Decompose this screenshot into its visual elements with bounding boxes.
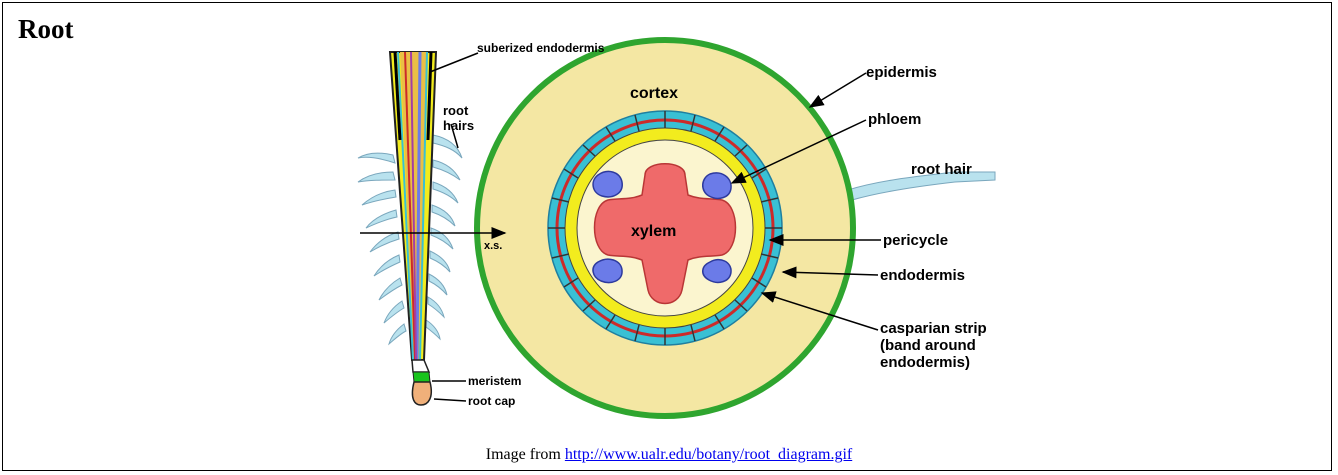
- label-root-hairs-line1: root: [443, 103, 469, 118]
- meristem-zone: [413, 372, 430, 382]
- label-suberized-endodermis: suberized endodermis: [477, 41, 605, 55]
- caption-prefix: Image from: [486, 446, 565, 463]
- label-xylem: xylem: [631, 223, 676, 240]
- label-phloem: phloem: [868, 111, 921, 128]
- label-root-hairs-line2: hairs: [443, 118, 474, 133]
- label-casparian-line3: endodermis): [880, 354, 970, 371]
- label-casparian-line1: casparian strip: [880, 320, 987, 337]
- label-xs: x.s.: [484, 240, 502, 252]
- label-epidermis: epidermis: [866, 64, 937, 81]
- label-root-hair: root hair: [911, 161, 972, 178]
- label-casparian-line2: (band around: [880, 337, 976, 354]
- root-cap-shape: [412, 382, 431, 405]
- label-root-cap: root cap: [468, 394, 515, 408]
- label-meristem: meristem: [468, 374, 521, 388]
- label-pericycle: pericycle: [883, 232, 948, 249]
- image-caption: Image from http://www.ualr.edu/botany/ro…: [0, 446, 1338, 464]
- label-endodermis: endodermis: [880, 267, 965, 284]
- source-link[interactable]: http://www.ualr.edu/botany/root_diagram.…: [565, 446, 852, 463]
- label-cortex: cortex: [630, 85, 678, 102]
